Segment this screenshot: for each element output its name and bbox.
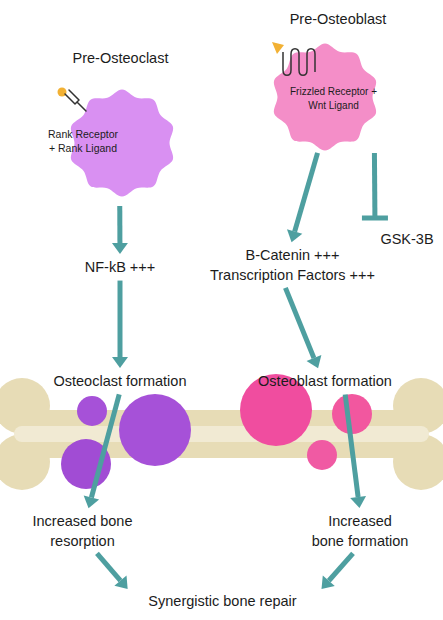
arrow-connector [329,553,353,580]
step-label: GSK-3B [366,230,443,250]
pathway-step: B-Catenin +++Transcription Factors +++ [190,246,395,285]
step-label: Increased bone resorption [20,512,145,551]
outcome-step: Increased bone formation [310,512,410,551]
pathway-step: NF-kB +++ [70,258,170,278]
rank-receptor-symbol [65,90,86,111]
cell-blob [274,44,376,151]
cell-shape [40,45,185,203]
receptor-icons [58,42,316,111]
bone-illustration [0,378,443,490]
arrow-connector [295,153,318,232]
arrow-connector [118,281,123,357]
step-label: Increased bone formation [311,512,410,551]
osteoclast-cell [77,396,107,426]
arrow-connector [285,288,314,358]
cell-body-text: Frizzled Receptor + Wnt Ligand [290,85,377,112]
bone-marrow-band [14,426,429,442]
arrow-connector [97,553,120,580]
osteoblast-cell [332,394,372,434]
cell-heading: Pre-Osteoblast [268,10,408,30]
step-label: Osteoblast formation [235,372,415,392]
pre-osteoclast-cell: Pre-OsteoclastRank Receptor + Rank Ligan… [40,45,185,203]
cell-heading: Pre-Osteoclast [48,49,193,69]
arrow-connector [91,394,119,497]
outcome-step: Increased bone resorption [20,512,145,551]
formation-step: Osteoclast formation [30,372,210,392]
inhibition-connector [372,153,378,218]
arrow-connector [345,395,358,498]
cell-body-text: Rank Receptor + Rank Ligand [46,127,120,155]
arrow-connector [117,206,122,243]
final-outcome: Synergistic bone repair [120,592,325,612]
ligand-symbol [58,88,67,97]
step-label: NF-kB +++ [70,258,170,278]
osteoclast-cells [61,394,191,489]
osteoblast-cell [307,440,337,470]
pre-osteoblast-cell: Pre-OsteoblastFrizzled Receptor + Wnt Li… [268,6,408,150]
formation-step: Osteoblast formation [235,372,415,392]
step-label: Osteoclast formation [30,372,210,392]
osteoclast-cell [119,394,191,466]
frizzled-receptor-symbol [283,49,315,76]
inhibited-target: GSK-3B [366,230,443,250]
ligand-symbol [272,42,284,54]
osteoclast-cell [61,439,111,489]
step-label: Synergistic bone repair [120,592,325,612]
step-label: B-Catenin +++ [190,246,395,266]
step-label: Transcription Factors +++ [190,266,395,286]
cell-shape [268,6,408,150]
